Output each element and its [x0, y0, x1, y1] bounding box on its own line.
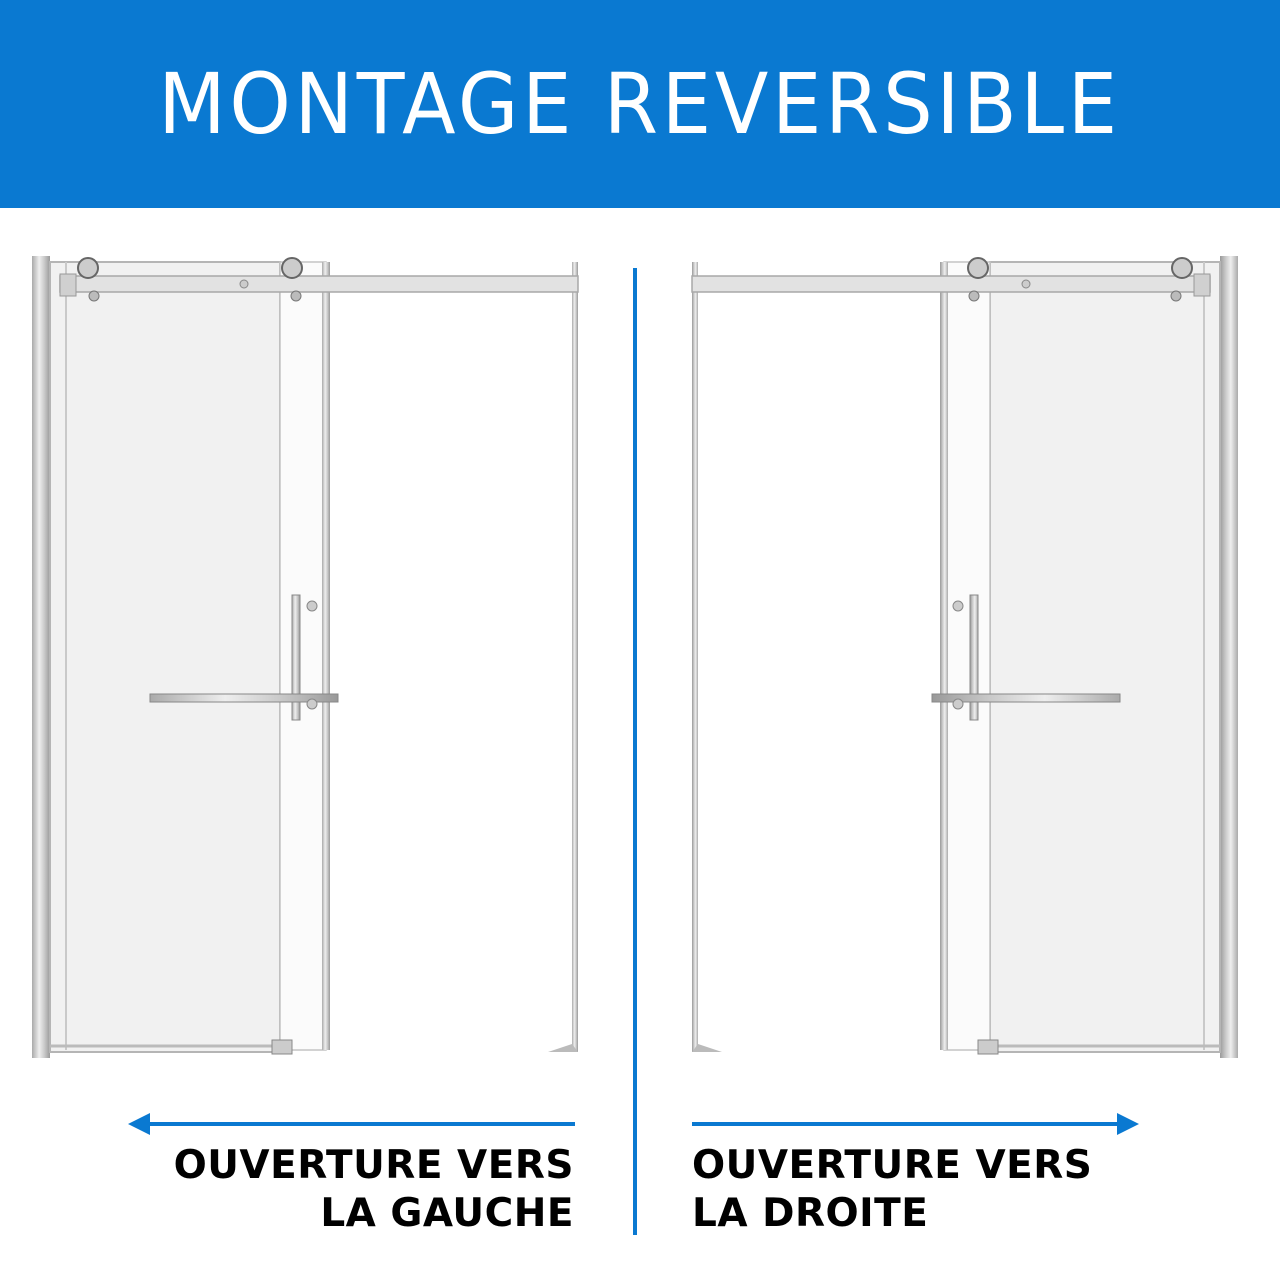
right-opening-door — [690, 254, 1240, 1060]
left-opening-door — [30, 254, 580, 1060]
right-opening-label: OUVERTURE VERS LA DROITE — [692, 1142, 1092, 1238]
divider-line — [633, 268, 637, 1235]
arrow-right-icon — [692, 1113, 1139, 1135]
label-line: LA GAUCHE — [320, 1191, 574, 1236]
label-line: LA DROITE — [692, 1191, 929, 1236]
page-title: MONTAGE REVERSIBLE — [158, 55, 1122, 153]
arrow-left-icon — [128, 1113, 575, 1135]
header-banner: MONTAGE REVERSIBLE — [0, 0, 1280, 208]
label-line: OUVERTURE VERS — [692, 1143, 1093, 1188]
label-line: OUVERTURE VERS — [173, 1143, 574, 1188]
left-opening-label: OUVERTURE VERS LA GAUCHE — [174, 1142, 574, 1238]
